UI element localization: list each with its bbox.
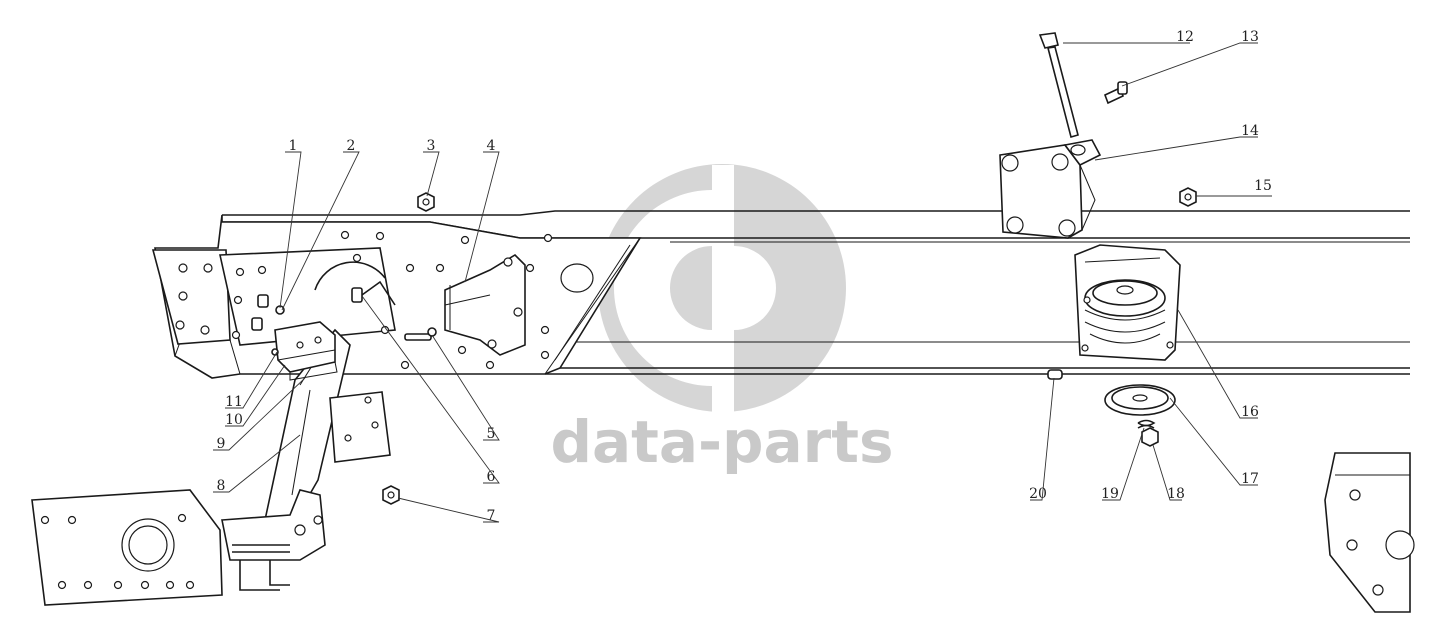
callout-10: 10 [225,412,243,428]
callout-2: 2 [347,138,356,154]
bracket-14 [999,139,1102,239]
callout-8: 8 [217,478,226,494]
shock-bracket [314,253,526,356]
callout-18: 18 [1167,486,1185,502]
nut-3 [417,192,435,212]
callout-4: 4 [487,138,496,154]
callout-19: 19 [1101,486,1119,502]
watermark-text: data-parts [550,408,893,476]
callout-14: 14 [1241,123,1259,139]
callout-12: 12 [1176,29,1194,45]
callout-labels: 1 2 3 4 5 6 7 8 9 10 11 12 13 14 15 16 1… [217,29,1272,524]
leader-lines [213,42,1272,523]
washer-plate-17 [1104,384,1176,416]
callout-13: 13 [1241,29,1259,45]
callout-15: 15 [1254,178,1272,194]
bolts-1-2 [251,294,285,356]
callout-6: 6 [487,469,496,485]
nut-7 [382,485,400,505]
bump-stop-16 [1074,244,1181,361]
callout-1: 1 [289,138,298,154]
callout-5: 5 [487,426,496,442]
lower-left-bracket [31,489,326,606]
long-bolt-12 [1038,32,1079,138]
nut-15 [1179,187,1197,207]
pin-20 [1047,369,1063,380]
callout-7: 7 [487,508,496,524]
watermark-logo [598,164,846,415]
callout-17: 17 [1241,471,1259,487]
callout-20: 20 [1029,486,1047,502]
callout-16: 16 [1241,404,1259,420]
spring-seat [274,321,338,381]
callout-9: 9 [217,436,226,452]
callout-11: 11 [225,394,243,410]
callout-3: 3 [427,138,436,154]
nut-18 [1141,427,1159,447]
lower-right-bracket [1324,452,1415,613]
spring-hanger-bracket [264,328,391,521]
spring-washer-19 [1137,419,1156,429]
